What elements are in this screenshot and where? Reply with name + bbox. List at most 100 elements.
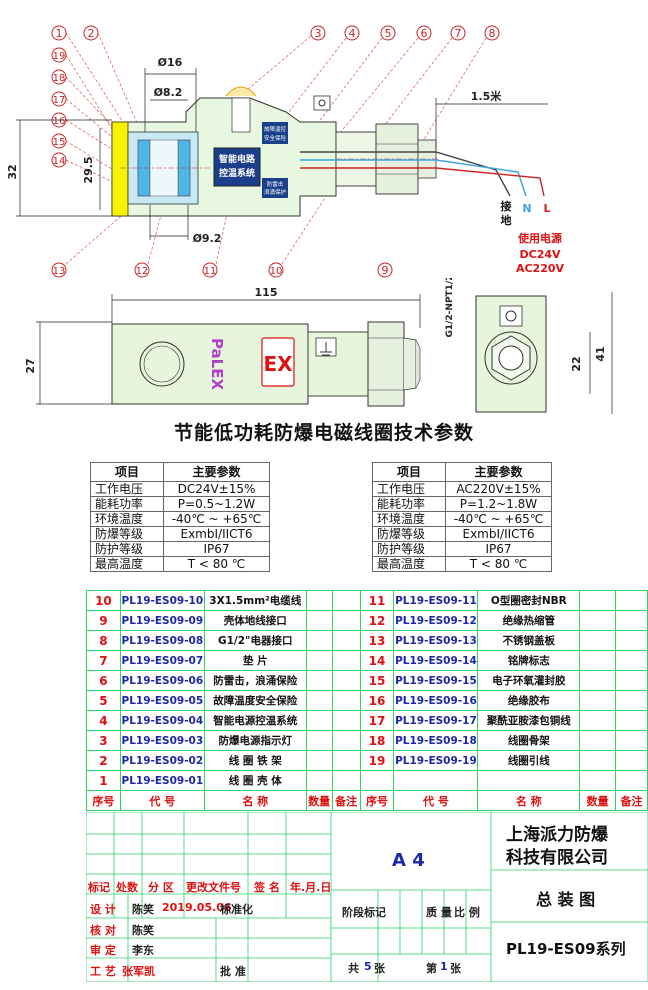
- svg-text:PaLEX: PaLEX: [208, 338, 226, 391]
- bom-remark: [615, 710, 648, 731]
- bom-number: 3: [86, 730, 121, 751]
- params-label: 工作电压: [90, 481, 164, 497]
- front-dimensions: 115 27 22 41 G1/2-NPT1/2: [24, 278, 613, 414]
- bom-header-code: 代 号: [393, 790, 479, 811]
- bom-remark: [331, 630, 361, 651]
- tb-checker: 陈笑: [132, 924, 154, 937]
- coil-front-body: PaLEX EX: [111, 321, 421, 407]
- bom-qty: [579, 710, 617, 731]
- callout-12: 12: [134, 262, 150, 278]
- bom-code: PL19-ES09-05: [119, 690, 205, 711]
- svg-text:29.5: 29.5: [82, 156, 95, 183]
- dimensions: Ø16 Ø8.2 Ø9.2 1.5米 32 29.5: [6, 56, 548, 245]
- bom-remark: [615, 750, 648, 771]
- callout-19: 19: [51, 47, 67, 63]
- callout-13: 13: [51, 262, 67, 278]
- svg-text:10: 10: [270, 266, 283, 277]
- svg-text:G1/2-NPT1/2: G1/2-NPT1/2: [445, 278, 455, 338]
- tb-paper-size: A 4: [392, 850, 425, 871]
- bom-number: 16: [359, 690, 395, 711]
- bom-name: 铭牌标志: [477, 650, 581, 671]
- callout-3: 3: [310, 25, 326, 41]
- bom-remark: [615, 690, 648, 711]
- svg-text:3: 3: [315, 27, 322, 40]
- bom-remark: [331, 610, 361, 631]
- svg-text:智能电路: 智能电路: [219, 153, 256, 165]
- svg-text:27: 27: [24, 358, 37, 373]
- svg-text:12: 12: [136, 266, 149, 277]
- wire-labels: 接 地 N L 使用电源 DC24V AC220V: [501, 199, 565, 275]
- bom-qty: [305, 590, 333, 611]
- tb-label-sign: 签 名: [254, 881, 280, 894]
- bom-code: PL19-ES09-01: [119, 770, 205, 791]
- bom-code: PL19-ES09-10: [119, 590, 205, 611]
- tb-label-mark: 标记: [88, 881, 110, 894]
- title-block: 标记 处数 分 区 更改文件号 签 名 年.月.日 设 计 陈笑 2019.05…: [86, 812, 648, 982]
- callout-15: 15: [51, 133, 67, 149]
- bom-remark: [615, 590, 648, 611]
- bom-header: 序号代 号名 称数量备注序号代 号名 称数量备注: [86, 790, 648, 811]
- bom-code: PL19-ES09-16: [393, 690, 479, 711]
- bom-code: [393, 770, 479, 791]
- bom-number: 9: [86, 610, 121, 631]
- bom-code: PL19-ES09-02: [119, 750, 205, 771]
- bom-name: 线圈骨架: [477, 730, 581, 751]
- bom-header-qty: 数量: [305, 790, 333, 811]
- tb-label-review: 审 定: [90, 944, 116, 957]
- tb-label-check: 核 对: [90, 924, 116, 937]
- callout-2: 2: [83, 25, 99, 41]
- params-label: 能耗功率: [372, 496, 446, 512]
- svg-text:41: 41: [594, 346, 607, 361]
- bom-qty: [579, 590, 617, 611]
- params-value: ExmbI/IICT6: [163, 526, 270, 542]
- tb-label-scale: 比 例: [454, 906, 480, 919]
- tb-label-count: 处数: [116, 881, 138, 894]
- bom-number: [359, 770, 395, 791]
- tb-label-weight: 质 量: [426, 906, 452, 919]
- params-header: 项目 主要参数: [90, 462, 270, 482]
- callout-5: 5: [380, 25, 396, 41]
- bom-name: 绝缘热缩管: [477, 610, 581, 631]
- callout-18: 18: [51, 69, 67, 85]
- bom-number: 6: [86, 670, 121, 691]
- svg-text:N: N: [522, 202, 531, 215]
- bom-number: 13: [359, 630, 395, 651]
- bom-name: 线 圈 壳 体: [203, 770, 307, 791]
- params-label: 能耗功率: [90, 496, 164, 512]
- bom-header-seq: 序号: [86, 790, 121, 811]
- tb-page-number: 1: [440, 960, 448, 973]
- coil-housing: 智能电路 控温系统 故障温控 安全保险 防雷击 浪涌保护: [111, 86, 337, 217]
- bom-remark: [331, 590, 361, 611]
- svg-text:使用电源: 使用电源: [517, 231, 562, 245]
- params-label: 防爆等级: [372, 526, 446, 542]
- tb-label-doc: 更改文件号: [186, 881, 241, 894]
- bom-number: 2: [86, 750, 121, 771]
- bom-remark: [331, 750, 361, 771]
- tb-page-prefix: 第: [426, 962, 437, 975]
- callout-14: 14: [51, 152, 67, 168]
- bom-header-name: 名 称: [477, 790, 581, 811]
- tb-total-suffix: 张: [374, 962, 385, 975]
- bom-qty: [305, 630, 333, 651]
- callout-11: 11: [202, 262, 218, 278]
- bom-qty: [305, 710, 333, 731]
- svg-text:控温系统: 控温系统: [219, 167, 255, 179]
- side-view: [475, 295, 547, 413]
- svg-text:19: 19: [53, 51, 66, 62]
- ground-terminal: [315, 337, 337, 357]
- params-label: 环境温度: [90, 511, 164, 527]
- bom-remark: [331, 650, 361, 671]
- params-header-item: 项目: [372, 462, 446, 482]
- svg-text:AC220V: AC220V: [516, 262, 565, 275]
